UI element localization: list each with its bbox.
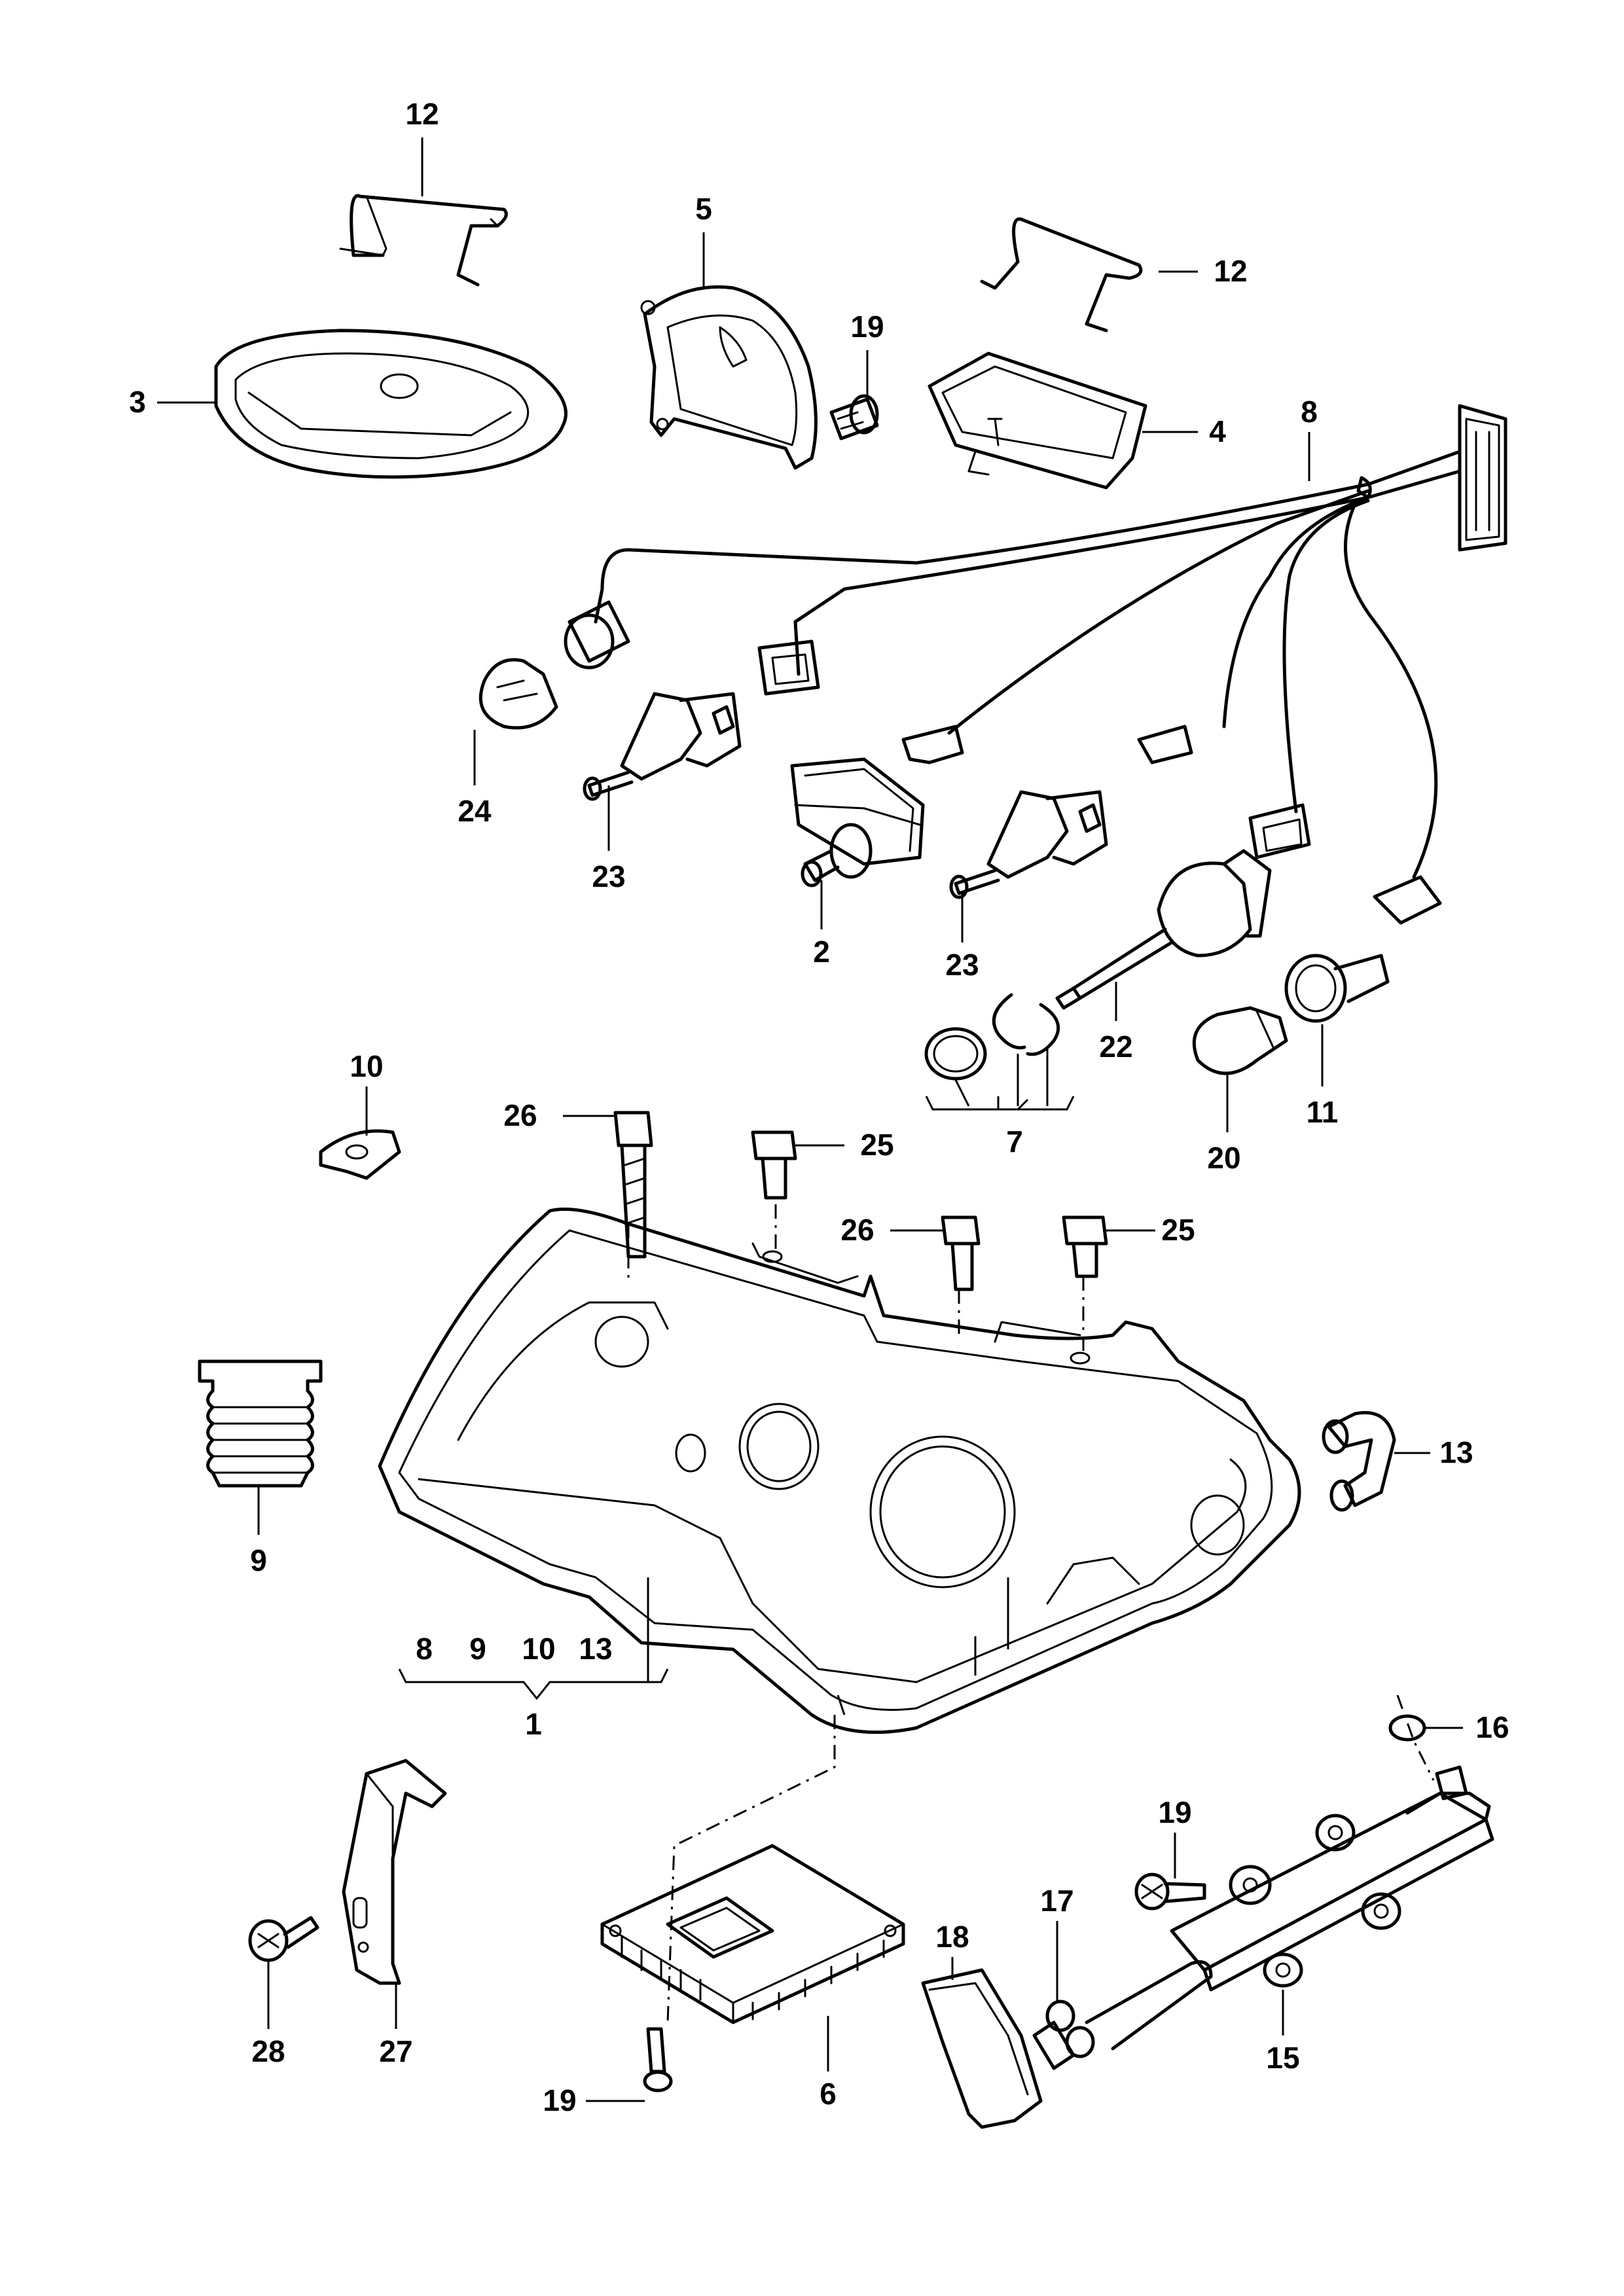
part-19-screw-bottom (643, 2027, 673, 2092)
leader-lines (157, 137, 1463, 2102)
part-22-xenon-bulb (1055, 849, 1272, 1010)
part-19-screw-right (1134, 1873, 1206, 1910)
part-10-clip (319, 1129, 401, 1180)
group-label-9: 9 (469, 1632, 486, 1666)
part-17-nozzle (1032, 1960, 1213, 2070)
callout-19-top: 19 (850, 310, 884, 344)
callout-17: 17 (1040, 1884, 1074, 1918)
callout-13: 13 (1439, 1435, 1473, 1469)
callout-7: 7 (1006, 1124, 1023, 1158)
group-label-13: 13 (579, 1632, 612, 1666)
callout-3: 3 (129, 385, 146, 419)
callout-16: 16 (1475, 1710, 1509, 1744)
part-7-rings (924, 993, 1060, 1081)
part-26-bolt-right (941, 1215, 981, 1291)
callout-19-right: 19 (1158, 1795, 1191, 1829)
callout-22: 22 (1099, 1030, 1132, 1064)
part-13-hose (1322, 1410, 1396, 1512)
part-15-washer-unit (1170, 1765, 1494, 1992)
part-11-socket (1284, 954, 1390, 1023)
part-25-bolt-left (751, 1130, 797, 1200)
callout-12-left: 12 (405, 97, 439, 131)
part-26-bolt-left (613, 1111, 653, 1259)
callout-6: 6 (820, 2077, 837, 2111)
callout-11: 11 (1307, 1095, 1339, 1129)
part-23-bulb-left (583, 692, 742, 801)
part-4-cap (928, 351, 1147, 490)
callout-2: 2 (813, 935, 830, 969)
part-27-bracket (342, 1759, 447, 1985)
part-25-bolt-right (1062, 1215, 1108, 1278)
part-16-ring (1388, 1714, 1426, 1742)
callout-25-right: 25 (1161, 1213, 1195, 1247)
callout-12-right: 12 (1214, 254, 1247, 288)
part-19-screw-top (829, 394, 879, 440)
part-28-screw (248, 1916, 319, 1962)
part-20-bulb (1192, 1006, 1288, 1075)
callout-10: 10 (350, 1049, 383, 1083)
callout-15: 15 (1266, 2041, 1299, 2075)
callout-9: 9 (250, 1543, 267, 1577)
callout-labels: 12 5 19 12 3 4 8 24 23 2 23 22 7 20 11 1… (129, 97, 1509, 2117)
part-23-bulb-right (949, 790, 1108, 899)
part-1-headlamp-housing (378, 1208, 1301, 1734)
callout-4: 4 (1209, 414, 1226, 448)
part-5-housing (640, 285, 818, 470)
group-label-8: 8 (416, 1632, 433, 1666)
group-label-10: 10 (522, 1632, 555, 1666)
part-9-grommet (198, 1359, 323, 1488)
part-8-wiring-harness (594, 404, 1507, 925)
callout-26-right: 26 (840, 1213, 874, 1247)
callout-1: 1 (525, 1707, 542, 1741)
callout-26-left: 26 (503, 1098, 537, 1132)
callout-18: 18 (935, 1920, 969, 1954)
part-6-ballast (600, 1844, 905, 2024)
callout-25-left: 25 (860, 1128, 893, 1162)
callout-27: 27 (379, 2034, 412, 2068)
callout-28: 28 (251, 2034, 285, 2068)
callout-24: 24 (458, 794, 492, 828)
callout-19-bottom: 19 (543, 2083, 576, 2117)
callout-23-left: 23 (592, 859, 625, 893)
part-12-clip-left (339, 194, 508, 287)
part-12-clip-right (980, 217, 1143, 332)
callout-20: 20 (1207, 1141, 1240, 1175)
callout-23-right: 23 (945, 948, 979, 982)
part-18-cover (921, 1968, 1043, 2129)
callout-5: 5 (695, 192, 712, 226)
callout-8: 8 (1301, 395, 1318, 429)
part-3-cover (214, 329, 568, 479)
part-24-bulb (478, 600, 630, 730)
part-2-motor (790, 757, 925, 888)
